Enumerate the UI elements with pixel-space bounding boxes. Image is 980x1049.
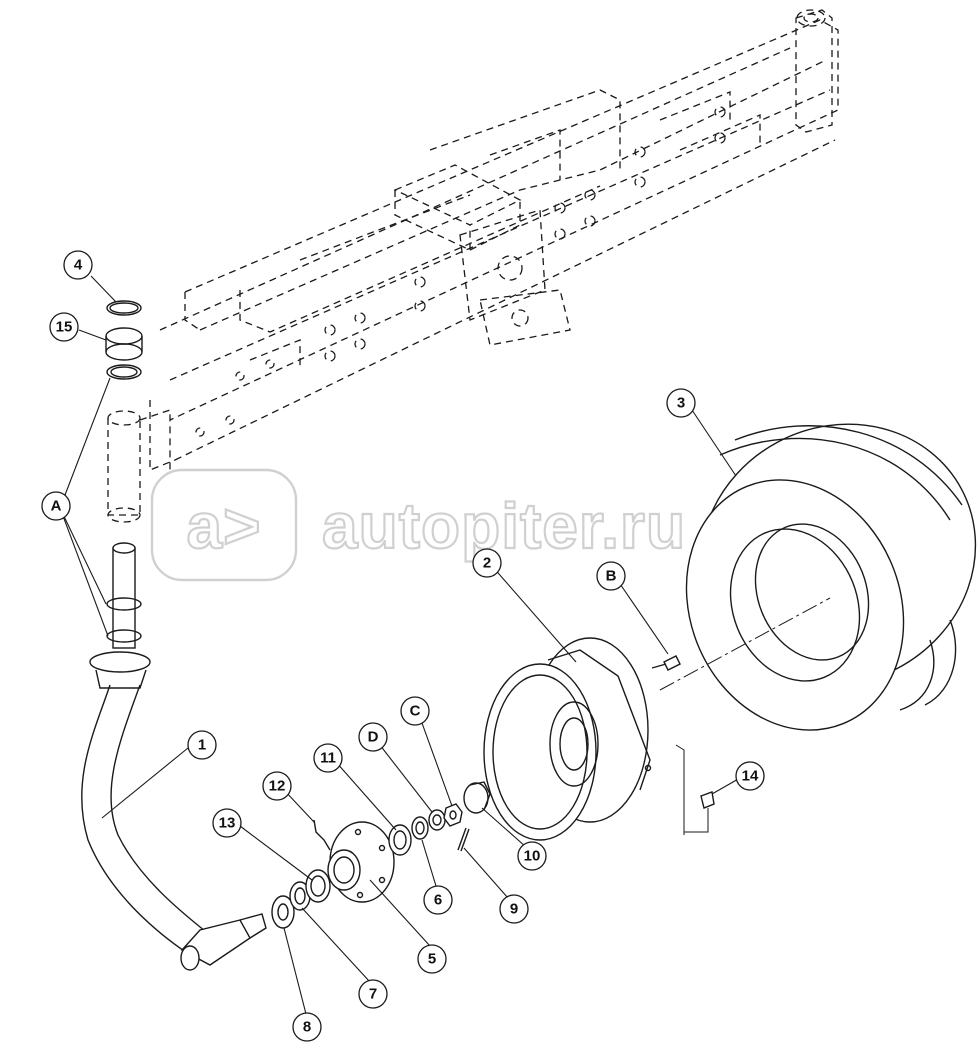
svg-text:B: B [606, 568, 617, 585]
callout-11: 11 [313, 743, 343, 773]
svg-text:12: 12 [269, 778, 286, 795]
bolt-b [651, 655, 681, 671]
svg-text:4: 4 [74, 257, 83, 274]
svg-text:8: 8 [303, 1019, 311, 1036]
callout-2: 2 [472, 548, 502, 578]
callout-15: 15 [49, 312, 79, 342]
callout-a: A [41, 491, 71, 521]
svg-text:15: 15 [56, 319, 73, 336]
callouts: 4 15 A 1 12 13 11 D [41, 250, 765, 1042]
spindle-arm-1 [81, 542, 267, 971]
frame-assembly [107, 9, 839, 523]
callout-9: 9 [499, 894, 529, 924]
svg-text:1: 1 [198, 737, 206, 754]
svg-text:3: 3 [677, 395, 685, 412]
svg-text:14: 14 [742, 768, 759, 785]
frame-bolt-holes [195, 106, 726, 437]
nut-c [443, 803, 463, 827]
svg-text:5: 5 [428, 951, 436, 968]
bearing-11 [388, 824, 412, 856]
svg-text:11: 11 [320, 750, 336, 767]
leader-lines [59, 275, 741, 1015]
callout-c: C [400, 696, 430, 726]
valve-14 [684, 791, 715, 833]
svg-text:2: 2 [483, 555, 491, 572]
tire-3 [659, 423, 977, 731]
wheel-rim-2 [483, 637, 685, 841]
svg-text:13: 13 [219, 815, 236, 832]
callout-1: 1 [187, 730, 217, 760]
svg-text:9: 9 [510, 901, 518, 918]
hub-5 [327, 821, 395, 903]
ring-4 [106, 300, 142, 316]
callout-4: 4 [63, 250, 93, 280]
hub-cap-10 [463, 781, 491, 814]
washer-d [428, 809, 446, 831]
washer-6 [411, 816, 429, 840]
callout-14: 14 [735, 761, 765, 791]
washer-8 [271, 895, 295, 929]
svg-text:10: 10 [524, 848, 541, 865]
callout-8: 8 [292, 1012, 322, 1042]
watermark: a> autopiter.ru [150, 468, 686, 582]
callout-d: D [358, 722, 388, 752]
svg-text:C: C [410, 703, 421, 720]
svg-text:6: 6 [434, 892, 442, 909]
callout-13: 13 [212, 808, 242, 838]
watermark-logo [150, 468, 298, 582]
callout-6: 6 [423, 885, 453, 915]
callout-5: 5 [417, 944, 447, 974]
callout-b: B [596, 561, 626, 591]
callout-10: 10 [517, 841, 547, 871]
seal-ring-a-top [106, 364, 142, 380]
watermark-text: autopiter.ru [322, 490, 686, 562]
grease-fitting-12 [313, 819, 331, 851]
bushing-15 [105, 327, 143, 361]
callout-7: 7 [358, 979, 388, 1009]
cotter-pin-9 [457, 827, 470, 852]
svg-text:A: A [51, 498, 62, 515]
svg-text:7: 7 [369, 986, 377, 1003]
callout-12: 12 [262, 771, 292, 801]
svg-text:D: D [368, 729, 379, 746]
callout-3: 3 [666, 388, 696, 418]
seal-13 [305, 869, 331, 903]
watermark-logo-text: a> [187, 490, 262, 562]
